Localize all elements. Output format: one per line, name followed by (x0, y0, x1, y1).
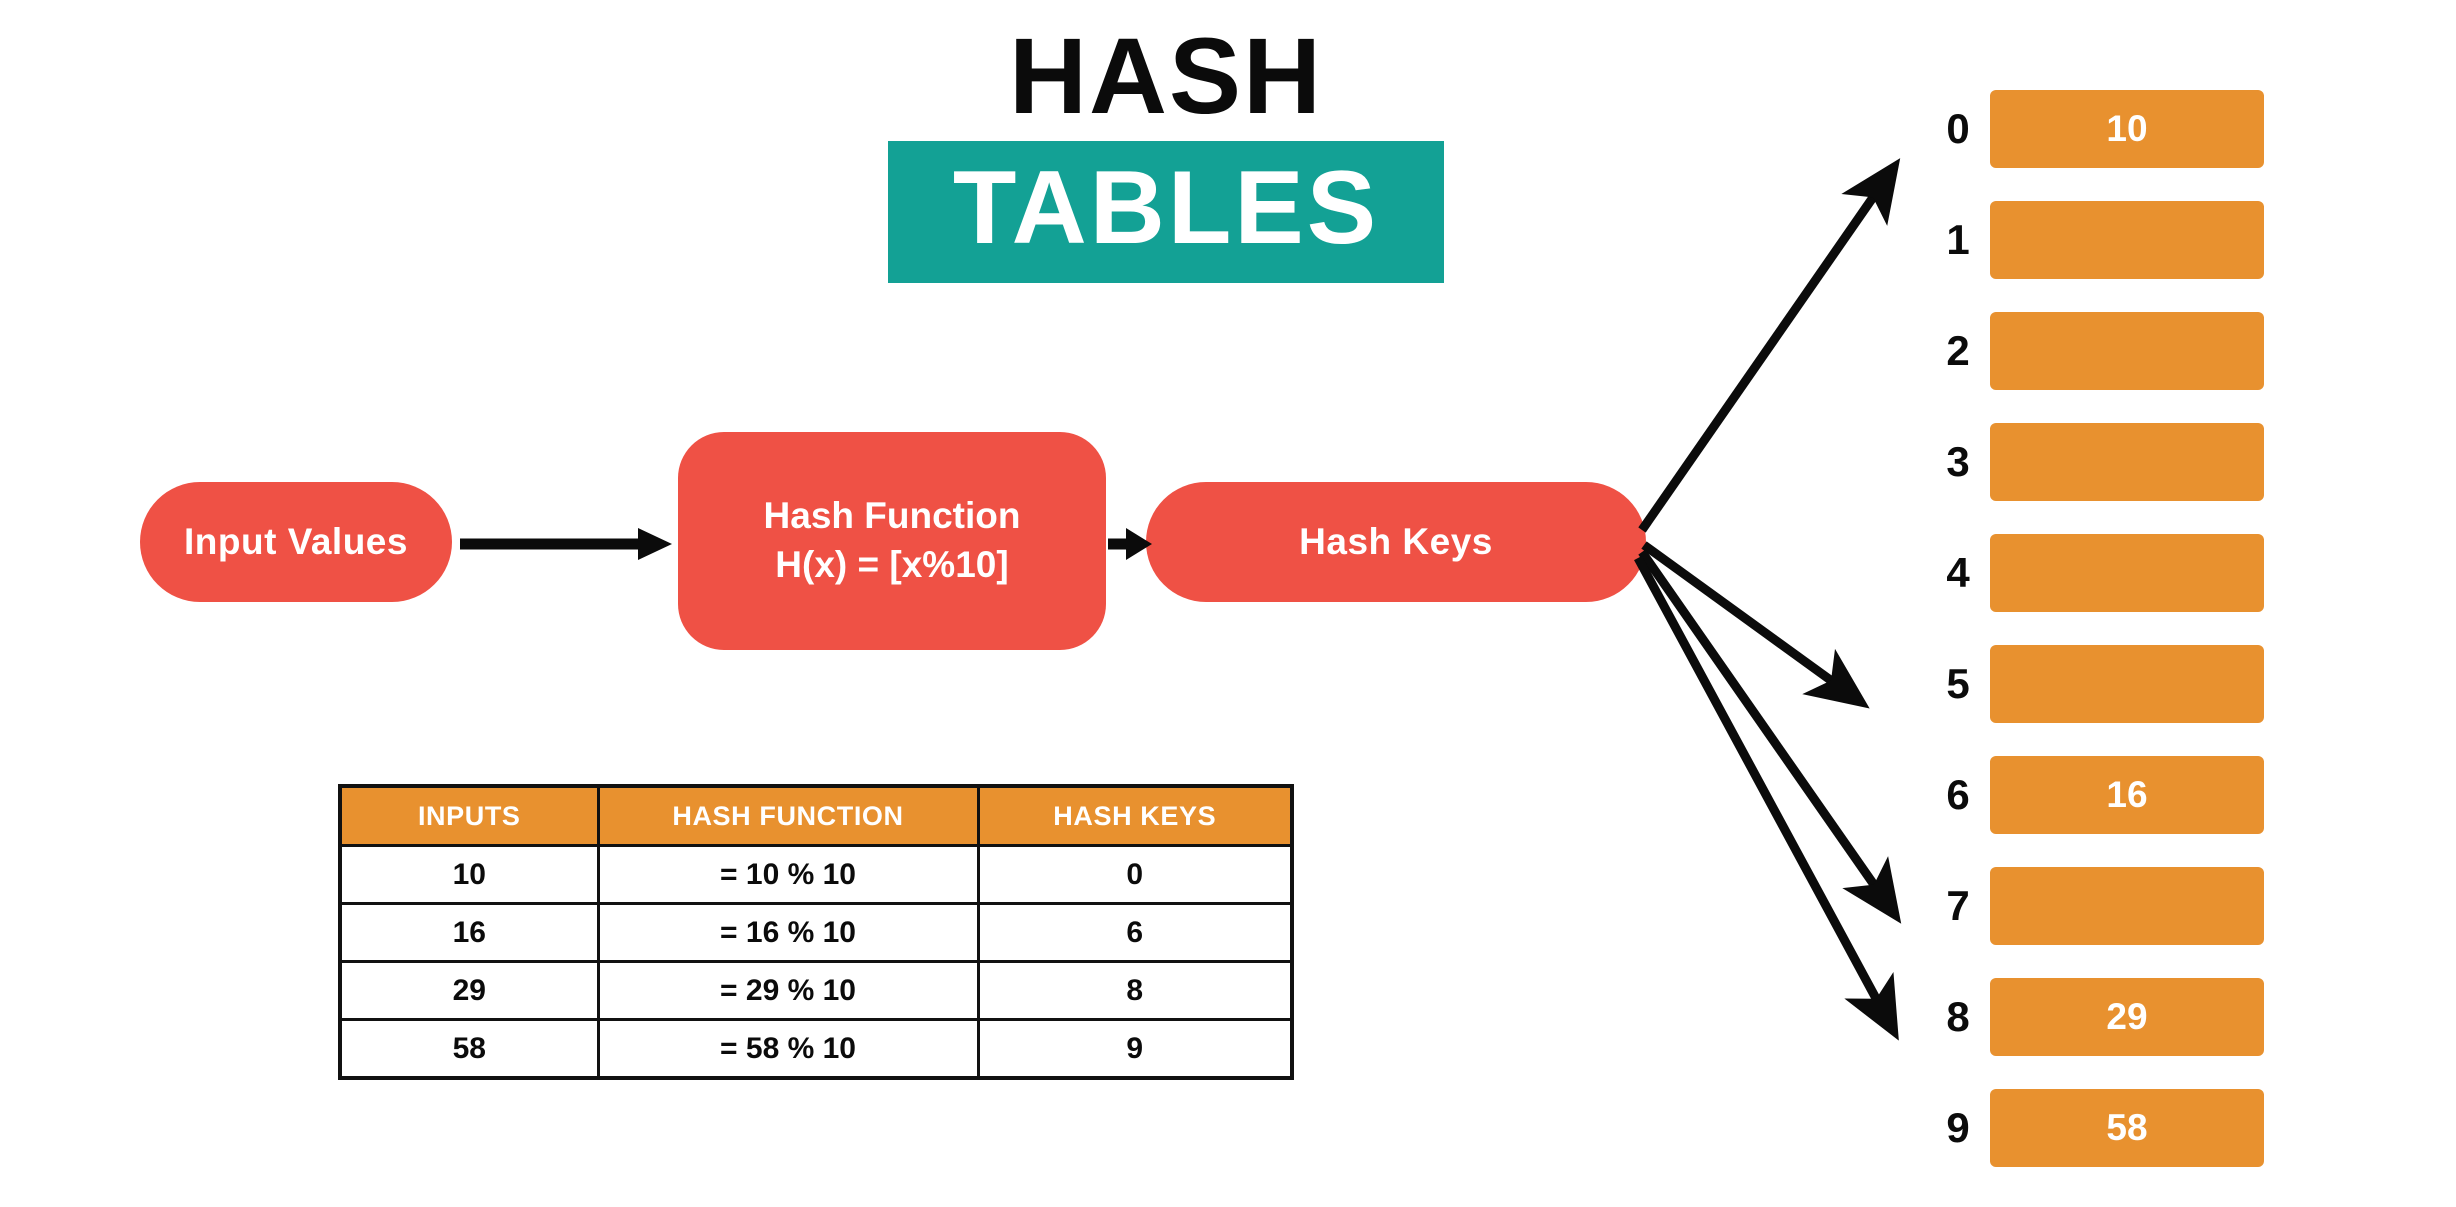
flow-node-input-values-label: Input Values (184, 521, 408, 562)
cell-hash-key: 6 (976, 902, 1294, 963)
arrow-function-to-keys-icon (1108, 528, 1152, 560)
hash-mapping-table: INPUTS HASH FUNCTION HASH KEYS 10 = 10 %… (338, 784, 1294, 1080)
slot-index-1: 1 (1946, 216, 1970, 263)
slot-index-9: 9 (1946, 1104, 1970, 1151)
cell-input: 10 (338, 844, 600, 905)
slot-row-7: 7 (1930, 867, 2270, 945)
cell-hash-function: = 10 % 10 (596, 844, 980, 905)
hash-table-slots: 0 10 1 2 3 4 5 6 16 7 (1930, 80, 2270, 1167)
cell-hash-key: 8 (976, 960, 1294, 1021)
flow-node-hash-keys-label: Hash Keys (1299, 521, 1493, 562)
slot-row-2: 2 (1930, 312, 2270, 390)
flow-node-input-values[interactable]: Input Values (140, 482, 452, 602)
flow-node-hash-keys[interactable]: Hash Keys (1146, 482, 1646, 602)
slot-index-4: 4 (1946, 549, 1970, 596)
slot-index-7: 7 (1946, 882, 1970, 929)
table-header-hash-function: HASH FUNCTION (596, 784, 980, 847)
slot-index-3: 3 (1946, 438, 1970, 485)
slot-box-4 (1990, 534, 2264, 612)
arrow-input-to-function-icon (460, 528, 672, 560)
table-header-row: INPUTS HASH FUNCTION HASH KEYS (338, 784, 1294, 847)
title-line-tables: TABLES (952, 149, 1380, 266)
title-line-hash: HASH (1008, 15, 1324, 136)
slot-index-5: 5 (1946, 660, 1970, 707)
slot-box-2 (1990, 312, 2264, 390)
slot-box-6: 16 (1990, 756, 2264, 834)
slot-row-3: 3 (1930, 423, 2270, 501)
flow-node-hash-function[interactable]: Hash Function H(x) = [x%10] (678, 432, 1106, 650)
fanout-arrow-to-slot-9-icon (1634, 555, 1899, 1041)
fanout-arrow-to-slot-0-icon (1638, 158, 1901, 533)
table-row: 16 = 16 % 10 6 (338, 902, 1294, 963)
slot-row-8: 8 29 (1930, 978, 2270, 1056)
slot-box-1 (1990, 201, 2264, 279)
fanout-arrow-to-slot-6-icon (1641, 541, 1870, 709)
slot-box-3 (1990, 423, 2264, 501)
slot-row-0: 0 10 (1930, 90, 2270, 168)
table-header-inputs: INPUTS (338, 784, 600, 847)
slot-box-0: 10 (1990, 90, 2264, 168)
table-header-hash-keys: HASH KEYS (976, 784, 1294, 847)
page-title: HASH TABLES (888, 15, 1444, 284)
slot-index-2: 2 (1946, 327, 1970, 374)
cell-hash-key: 0 (976, 844, 1294, 905)
cell-input: 16 (338, 902, 600, 963)
cell-hash-function: = 16 % 10 (596, 902, 980, 963)
hash-function-formula: H(x) = [x%10] (775, 544, 1009, 585)
slot-row-9: 9 58 (1930, 1089, 2270, 1167)
title-band: TABLES (888, 140, 1444, 284)
cell-hash-function: = 58 % 10 (596, 1018, 980, 1080)
slot-box-7 (1990, 867, 2264, 945)
fanout-arrow-to-slot-8-icon (1638, 549, 1902, 924)
slot-row-5: 5 (1930, 645, 2270, 723)
table-row: 10 = 10 % 10 0 (338, 844, 1294, 905)
slot-index-6: 6 (1946, 771, 1970, 818)
slot-box-8: 29 (1990, 978, 2264, 1056)
slot-box-9: 58 (1990, 1089, 2264, 1167)
table-row: 29 = 29 % 10 8 (338, 960, 1294, 1021)
slot-row-6: 6 16 (1930, 756, 2270, 834)
slot-index-0: 0 (1946, 105, 1970, 152)
cell-hash-function: = 29 % 10 (596, 960, 980, 1021)
slot-index-8: 8 (1946, 993, 1970, 1040)
hash-function-title: Hash Function (763, 495, 1021, 537)
cell-hash-key: 9 (976, 1018, 1294, 1080)
table-row: 58 = 58 % 10 9 (338, 1018, 1294, 1080)
cell-input: 29 (338, 960, 600, 1021)
slot-box-5 (1990, 645, 2264, 723)
cell-input: 58 (338, 1018, 600, 1080)
slot-row-4: 4 (1930, 534, 2270, 612)
slot-row-1: 1 (1930, 201, 2270, 279)
